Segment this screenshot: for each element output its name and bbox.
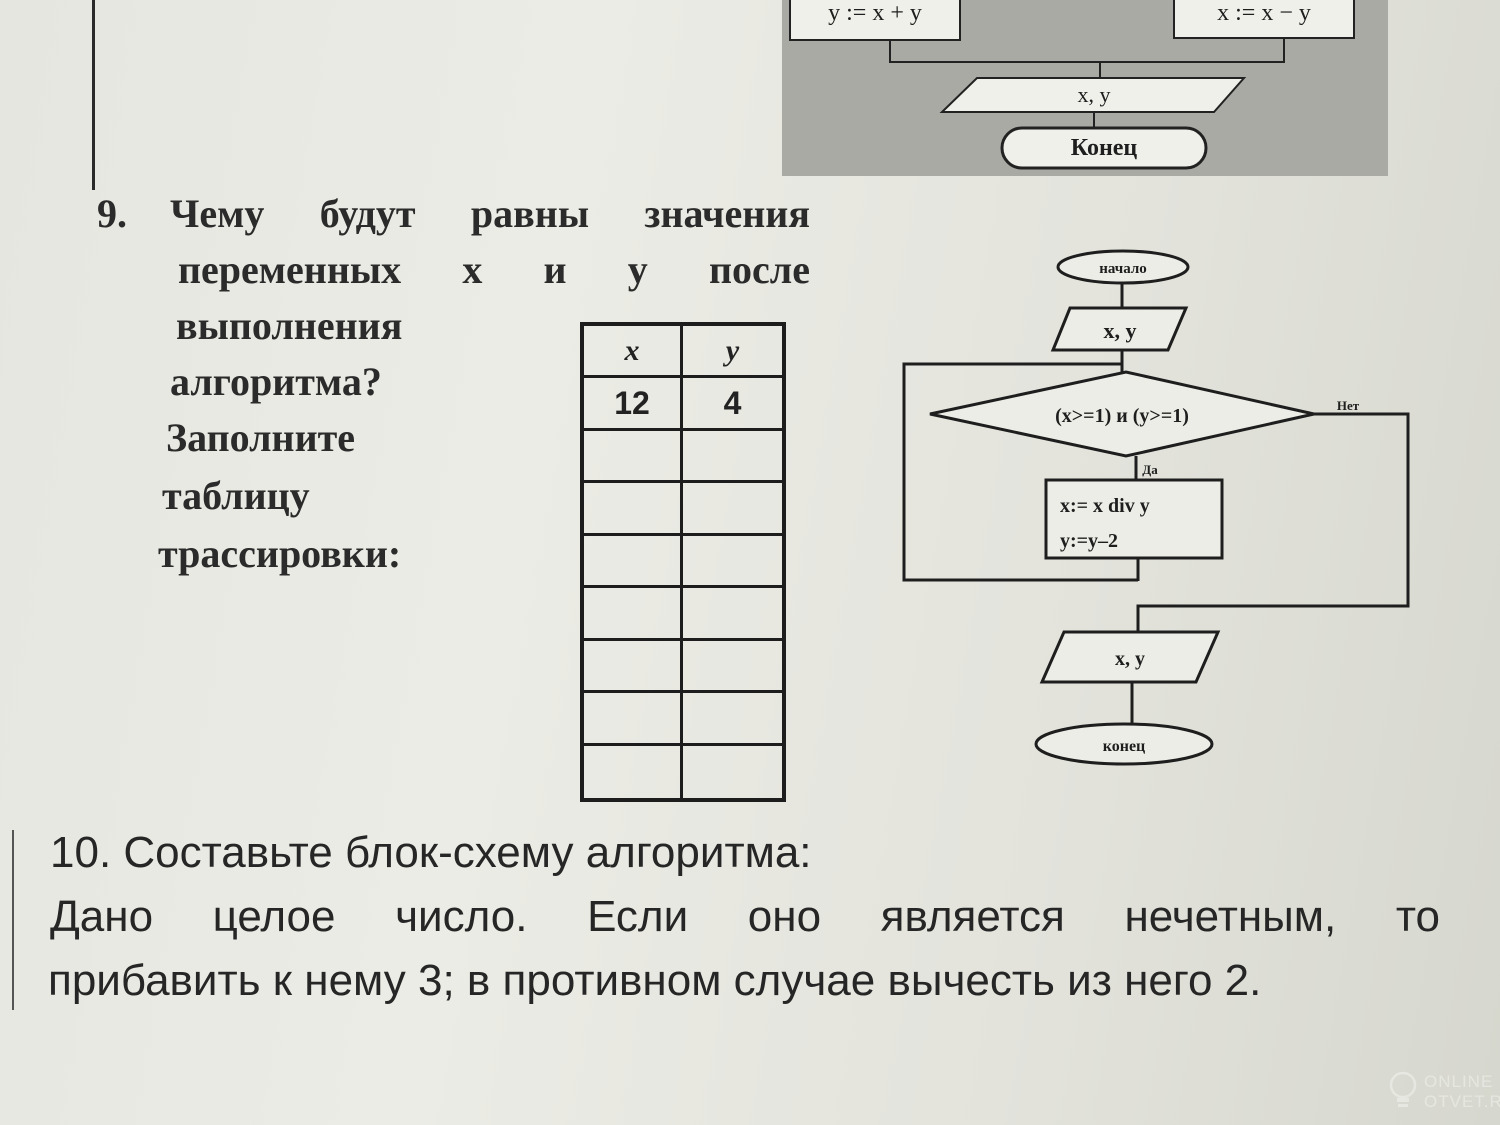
trace-cell	[584, 588, 683, 641]
flow-action-1: x:= x div y	[1060, 495, 1150, 517]
q9-word: и	[543, 247, 567, 292]
q9-word: y	[627, 247, 648, 292]
trace-cell	[584, 693, 683, 746]
question-9-line-5: Заполните	[166, 415, 356, 460]
fragment-right-box	[1173, 0, 1355, 39]
q9-word: значения	[644, 191, 810, 236]
question-9-line-4: алгоритма?	[170, 359, 382, 404]
trace-cell	[584, 535, 683, 589]
flow-process-box	[1044, 478, 1224, 560]
q10-word: Дано	[50, 892, 154, 941]
flow-end-text: конец	[1103, 738, 1146, 755]
trace-cell	[584, 745, 683, 798]
trace-cell	[584, 483, 683, 536]
trace-cell	[683, 588, 782, 641]
fragment-left-box	[789, 0, 961, 41]
question-10-line-1: Дано целое число. Если оно является нече…	[50, 892, 1440, 942]
q10-word: число.	[395, 892, 528, 941]
flow-end-terminal	[1034, 722, 1214, 766]
trace-cell	[683, 746, 782, 798]
q9-word: Чему	[170, 191, 265, 236]
fragment-end-text: Конец	[1071, 135, 1138, 161]
fragment-right-box-text: x := x − y	[1217, 0, 1311, 26]
fragment-output-shape	[939, 77, 1247, 113]
q9-word: после	[708, 247, 810, 292]
fragment-end-terminal	[1000, 126, 1208, 170]
question-9-line-7: трассировки:	[158, 531, 402, 576]
flow-input-text: x, y	[1104, 318, 1137, 343]
flow-output-text: x, y	[1115, 648, 1145, 670]
question-10-title: 10. Составьте блок-схему алгоритма:	[50, 828, 812, 877]
algorithm-flowchart: начало x, y (x>=1) и (y>=1) Нет Да x:= x…	[902, 249, 1410, 766]
q9-word: равны	[470, 191, 590, 236]
fragment-output-text: x, y	[1078, 82, 1111, 107]
watermark-line-1: ONLINE	[1424, 1072, 1494, 1091]
page-left-rule	[12, 830, 14, 1010]
site-watermark: ONLINE OTVET.RU	[1386, 1066, 1500, 1118]
trace-cell	[683, 431, 782, 484]
fragment-left-box-text: y := x + y	[828, 0, 922, 26]
question-9-line-3: выполнения	[176, 303, 403, 348]
trace-header-x: x	[584, 326, 683, 379]
flow-output-shape	[1039, 630, 1221, 684]
trace-cell: 4	[683, 378, 782, 431]
q10-word: Если	[587, 892, 689, 941]
trace-header-y: y	[683, 326, 782, 379]
trace-cell	[584, 430, 683, 484]
question-9-number: 9.	[97, 191, 127, 236]
flow-start-text: начало	[1099, 261, 1147, 277]
q10-word: является	[880, 892, 1065, 941]
flow-no-branch-line	[1136, 412, 1410, 632]
q10-word: то	[1395, 892, 1440, 941]
question-10-line-2: прибавить к нему 3; в противном случае в…	[48, 956, 1262, 1005]
trace-cell	[683, 641, 782, 694]
flow-yes-label: Да	[1142, 462, 1158, 477]
question-9-line-2: переменных x и y после	[178, 246, 810, 293]
trace-table: x y 12 4	[580, 322, 786, 802]
q9-word: будут	[319, 191, 416, 236]
q10-word: оно	[747, 892, 822, 941]
lightbulb-icon	[1389, 1071, 1417, 1107]
trace-cell: 12	[584, 378, 683, 431]
question-9-line-6: таблицу	[162, 473, 310, 518]
q9-word: x	[462, 247, 483, 292]
flow-input-shape	[1050, 306, 1189, 352]
flow-loop-back-line	[902, 362, 1140, 582]
flow-condition-text: (x>=1) и (y>=1)	[1055, 405, 1189, 427]
page-margin-line	[92, 0, 95, 190]
question-9-line-1: Чему будут равны значения	[170, 190, 810, 237]
trace-cell	[683, 483, 782, 536]
flow-no-label: Нет	[1337, 398, 1360, 413]
trace-cell	[683, 693, 782, 746]
q9-word: переменных	[178, 247, 402, 292]
trace-cell	[683, 536, 782, 589]
fragment-merge-line	[889, 38, 1285, 63]
watermark-line-2: OTVET.RU	[1424, 1092, 1500, 1111]
q10-word: нечетным,	[1124, 892, 1337, 941]
flow-action-2: y:=y–2	[1060, 530, 1118, 552]
q10-word: целое	[212, 892, 336, 941]
previous-flowchart-fragment: y := x + y x := x − y x, y Конец	[782, 0, 1388, 176]
trace-cell	[584, 640, 683, 694]
